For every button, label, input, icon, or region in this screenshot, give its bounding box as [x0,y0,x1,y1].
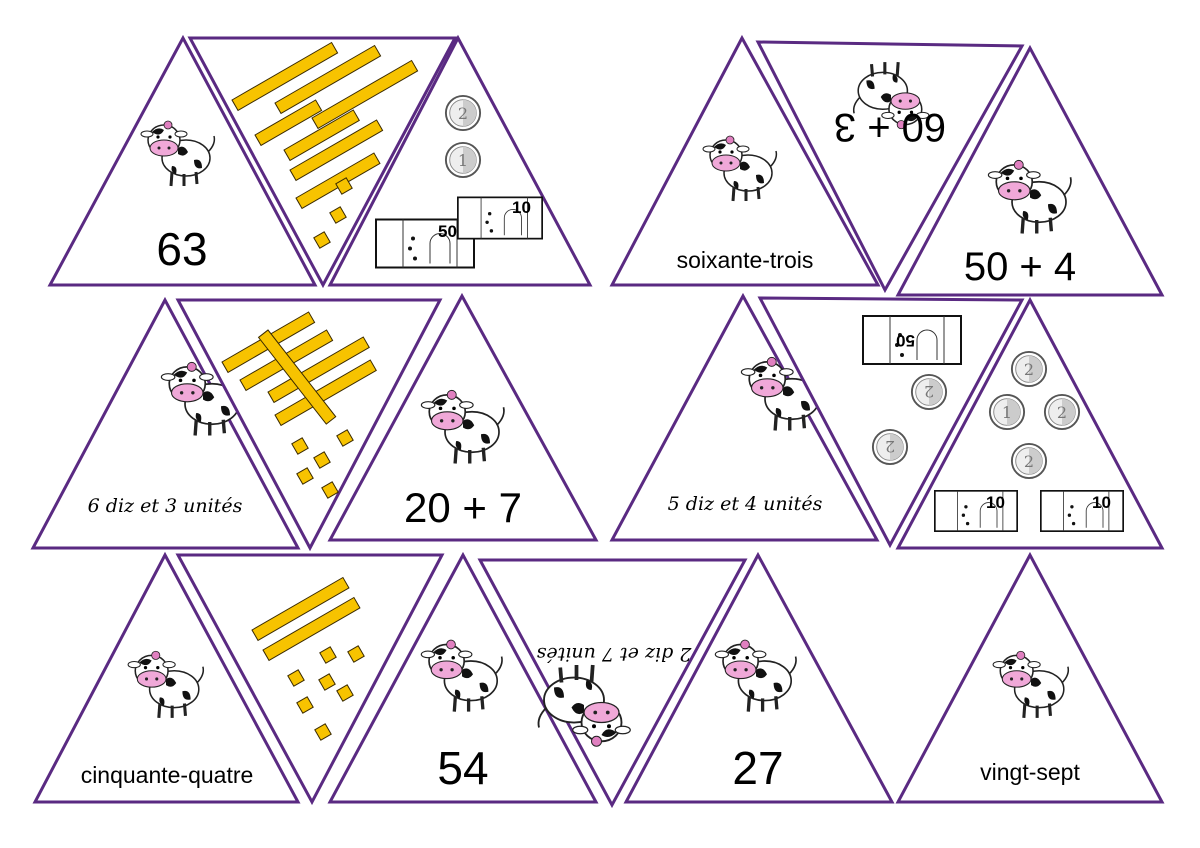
note-10-euro: 10 [1039,490,1125,532]
word-text: vingt-sept [980,759,1080,785]
coin-1-euro: 1 [444,141,482,179]
tens-bars [231,41,419,210]
card-t18: vingt-sept [895,551,1165,804]
coin-2-euro: 2 [1010,442,1048,480]
note-50-euro: 50 [375,218,475,269]
card-t11: 50 2 2 [757,296,1025,549]
svg-text:10: 10 [986,493,1005,512]
card-t4: soixante-trois [609,34,881,287]
svg-text:50: 50 [438,222,457,241]
coin-2-euro: 2 [444,94,482,132]
card-t5: 60 + 3 [755,40,1025,294]
svg-text:1: 1 [1002,403,1012,422]
card-t16: 2 diz et 7 unités [477,558,748,809]
card-t7: 6 diz et 3 unités [30,296,301,550]
card-t6: 50 + 4 [895,44,1165,297]
svg-text:1: 1 [458,151,468,170]
script-text: 6 diz et 3 unités [88,495,243,517]
card-t2 [187,36,458,289]
equation-text: 60 + 3 [834,105,946,149]
word-text: soixante-trois [677,247,814,273]
tens-bars [251,576,361,662]
card-t8 [175,298,443,552]
svg-text:2: 2 [1057,403,1067,422]
unit-squares [287,645,365,741]
svg-text:2: 2 [1024,452,1034,471]
card-t14 [175,553,445,806]
card-t17: 27 [623,551,895,804]
number-text: 27 [732,742,783,794]
svg-text:2: 2 [885,437,895,456]
unit-squares [291,429,354,499]
note-50-euro: 50 [862,314,962,366]
svg-text:10: 10 [512,198,531,217]
card-t13: cinquante-quatre [32,551,301,804]
note-10-euro: 10 [933,490,1019,532]
svg-text:10: 10 [1092,493,1111,512]
note-10-euro: 10 [457,196,543,240]
coin-2-euro: 2 [871,428,909,466]
card-t1: 63 [47,34,318,287]
coin-2-euro: 2 [1010,350,1048,388]
card-t10: 5 diz et 4 unités [609,292,880,542]
tens-bars [221,311,377,427]
unit-squares [313,177,353,249]
script-text: 5 diz et 4 unités [668,493,823,515]
coin-2-euro: 2 [910,373,948,411]
svg-text:2: 2 [458,104,468,123]
number-text: 63 [156,223,207,275]
coin-1-euro: 1 [988,393,1026,431]
card-t3: 2 1 50 10 [327,34,593,287]
svg-text:2: 2 [1024,360,1034,379]
svg-text:50: 50 [896,331,915,350]
script-text: 2 diz et 7 unités [536,643,692,665]
number-text: 54 [437,742,488,794]
card-t12: 2 1 2 2 10 10 [895,296,1165,550]
coin-2-euro: 2 [1043,393,1081,431]
equation-text: 50 + 4 [964,245,1076,289]
card-t9: 20 + 7 [327,292,599,542]
equation-text: 20 + 7 [404,484,522,531]
svg-text:2: 2 [924,382,934,401]
word-text: cinquante-quatre [81,762,254,788]
card-t15: 54 [327,551,599,804]
